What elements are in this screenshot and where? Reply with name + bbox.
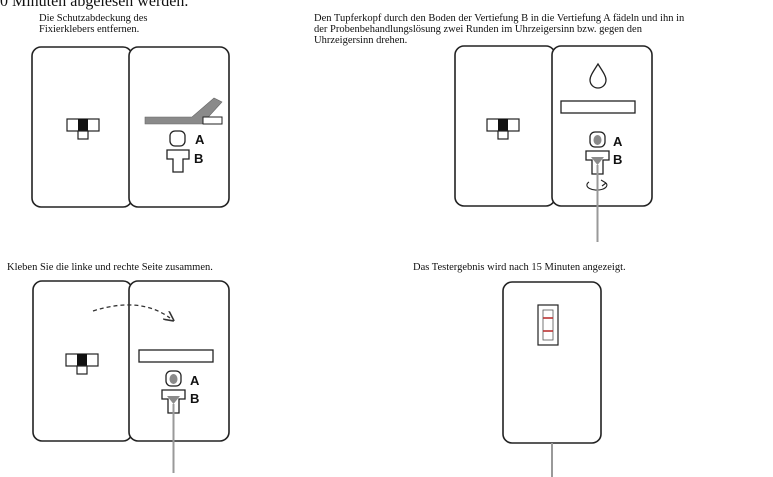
label-a: A <box>195 132 205 147</box>
fold-arrow-icon <box>92 304 170 318</box>
step4-caption: Das Testergebnis wird nach 15 Minuten an… <box>413 262 626 273</box>
adhesive-block-icon <box>486 118 520 140</box>
label-b: B <box>613 152 622 167</box>
step2-diagram: A B <box>454 45 653 242</box>
clipped-header-text: 0 Minuten abgelesen werden. <box>0 0 189 10</box>
adhesive-block-icon <box>65 353 99 375</box>
label-b: B <box>190 391 199 406</box>
card-right-panel <box>551 45 653 207</box>
card-right-panel <box>128 46 230 208</box>
step4-diagram <box>502 281 602 477</box>
label-b: B <box>194 151 203 166</box>
step3-caption: Kleben Sie die linke und rechte Seite zu… <box>7 262 213 273</box>
test-strip-bar <box>138 349 214 363</box>
drop-icon <box>589 62 607 89</box>
rotate-arrow-icon <box>586 179 608 191</box>
label-a: A <box>190 373 200 388</box>
well-a-icon <box>169 130 186 147</box>
step1-diagram: A B <box>31 46 230 208</box>
step3-diagram: A B <box>32 280 230 473</box>
label-a: A <box>613 134 623 149</box>
adhesive-block-icon <box>66 118 100 140</box>
step2-caption: Den Tupferkopf durch den Boden der Verti… <box>314 13 685 46</box>
test-strip-bar <box>560 100 636 114</box>
well-b-icon <box>166 149 190 173</box>
step1-caption: Die Schutzabdeckung des Fixierklebers en… <box>39 13 148 35</box>
